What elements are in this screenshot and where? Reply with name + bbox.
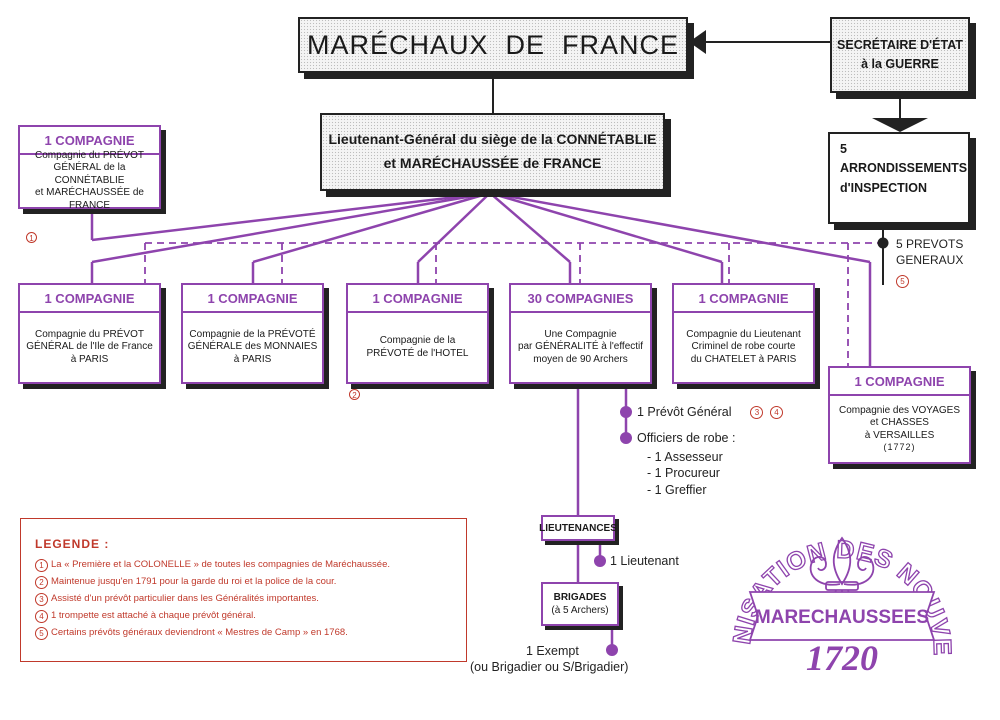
company-line: GÉNÉRALE des MONNAIES	[187, 341, 318, 353]
company-line: du CHATELET à PARIS	[690, 353, 797, 365]
company-line: à VERSAILLES	[864, 429, 935, 441]
company-monnaies: 1 COMPAGNIE Compagnie de la PRÉVOTÉ GÉNÉ…	[181, 283, 324, 384]
prevots-note: 5	[896, 274, 909, 288]
company-line: Criminel de robe courte	[691, 341, 796, 353]
legend-text: Maintenue jusqu'en 1791 pour la garde du…	[51, 576, 337, 587]
officiers-label: Officiers de robe :	[637, 431, 736, 445]
company-line: GÉNÉRAL de la CONNÉTABLIE	[53, 162, 126, 186]
officier-item: - 1 Greffier	[647, 482, 707, 497]
legend-number: 3	[35, 593, 48, 606]
company-line: et MARÉCHAUSSÉE de FRANCE	[35, 187, 144, 211]
company-head: 30 COMPAGNIES	[511, 285, 650, 313]
emblem-banner-text: MARECHAUSSEES	[755, 607, 929, 628]
company-head: 1 COMPAGNIE	[20, 127, 159, 155]
company-chatelet: 1 COMPAGNIE Compagnie du Lieutenant Crim…	[672, 283, 815, 384]
lieutenances-box: LIEUTENANCES	[539, 515, 617, 541]
company-line: GÉNÉRAL de l'Ile de France	[26, 341, 153, 353]
lieutenant-general-line1: Lieutenant-Général du siège de la CONNÉT…	[328, 131, 657, 148]
exempt-label: 1 Exempt	[526, 644, 579, 658]
legend-number: 4	[35, 610, 48, 623]
lieutenant-label: 1 Lieutenant	[610, 554, 679, 568]
note-4: 4	[769, 406, 783, 420]
exempt-label-2: (ou Brigadier ou S/Brigadier)	[470, 660, 629, 674]
company-line: Compagnie de la PRÉVOTÉ	[189, 328, 316, 340]
note-2: 2	[349, 389, 360, 400]
marechaux-box: MARÉCHAUX DE FRANCE	[298, 17, 688, 73]
company-line: à PARIS	[70, 353, 109, 365]
company-line: Une Compagnie	[544, 328, 617, 340]
prevots-generaux: 5 PREVOTS GENERAUX 5	[896, 236, 963, 289]
brigades-box: BRIGADES (à 5 Archers)	[541, 582, 619, 626]
company-line: et CHASSES	[870, 417, 929, 429]
prevots-line1: 5 PREVOTS	[896, 237, 964, 251]
prevots-line2: GENERAUX	[896, 253, 964, 268]
company-line: moyen de 90 Archers	[533, 353, 628, 365]
legend-number: 2	[35, 576, 48, 589]
emblem-banner	[748, 591, 936, 641]
company-connetablie: 1 COMPAGNIE Compagnie du PRÉVOT GÉNÉRAL …	[18, 125, 161, 211]
arrondissements-box: 5 ARRONDISSEMENTS d'INSPECTION	[828, 132, 970, 224]
company-ile-de-france: 1 COMPAGNIE Compagnie du PRÉVOT GÉNÉRAL …	[18, 283, 161, 384]
lieutenant-general-line2: et MARÉCHAUSSÉE de FRANCE	[383, 155, 602, 171]
company-versailles: 1 COMPAGNIE Compagnie des VOYAGES et CHA…	[828, 366, 971, 464]
arrondissements-number: 5	[840, 142, 847, 156]
company-line: par GÉNÉRALITÉ à l'effectif	[517, 341, 644, 353]
arrondissements-line1: ARRONDISSEMENTS	[840, 161, 968, 176]
legend-title: LEGENDE :	[35, 537, 110, 551]
company-line: Compagnie de la	[379, 335, 456, 346]
emblem: ORGANISATION DES NOUVELLES MARECHAUSSEES…	[712, 500, 956, 678]
lieutenant-general-box: Lieutenant-Général du siège de la CONNÉT…	[320, 113, 665, 191]
brigades-sub: (à 5 Archers)	[551, 605, 609, 616]
connector-to-connetablie	[91, 191, 491, 242]
company-head: 1 COMPAGNIE	[830, 368, 969, 396]
company-head: 1 COMPAGNIE	[183, 285, 322, 313]
note-3: 3	[750, 406, 764, 420]
secretaire-box: SECRÉTAIRE D'ÉTAT à la GUERRE	[830, 17, 970, 93]
marechaux-title: MARÉCHAUX DE FRANCE	[306, 29, 680, 60]
prevot-general-label: 1 Prévôt Général 3 4	[637, 405, 786, 420]
lieutenances-label: LIEUTENANCES	[539, 522, 617, 534]
legend-number: 5	[35, 627, 48, 640]
company-line: Compagnie du PRÉVOT	[35, 328, 144, 340]
secretaire-line2: à la GUERRE	[861, 57, 939, 71]
officier-item: - 1 Assesseur	[647, 450, 723, 464]
company-head: 1 COMPAGNIE	[20, 285, 159, 313]
legend-number: 1	[35, 559, 48, 572]
company-generalites: 30 COMPAGNIES Une Compagnie par GÉNÉRALI…	[509, 283, 652, 384]
company-line: PRÉVOTÉ de l'HOTEL	[366, 347, 469, 359]
company-hotel: 1 COMPAGNIE Compagnie de la PRÉVOTÉ de l…	[346, 283, 489, 384]
legend-text: Certains prévôts généraux deviendront « …	[51, 627, 348, 638]
company-line: (1772)	[883, 442, 916, 453]
company-head: 1 COMPAGNIE	[348, 285, 487, 313]
note-1: 1	[26, 232, 37, 243]
company-line: Compagnie du Lieutenant	[686, 328, 801, 340]
legend-text: Assisté d'un prévôt particulier dans les…	[51, 593, 319, 604]
company-line: à PARIS	[233, 353, 272, 365]
prevot-general-text: 1 Prévôt Général	[637, 405, 732, 419]
company-head: 1 COMPAGNIE	[674, 285, 813, 313]
emblem-year: 1720	[806, 638, 878, 678]
legend-text: La « Première et la COLONELLE » de toute…	[51, 559, 391, 570]
company-line: Compagnie du PRÉVOT	[35, 149, 144, 161]
officier-item: - 1 Procureur	[647, 466, 720, 481]
secretaire-line1: SECRÉTAIRE D'ÉTAT	[837, 38, 963, 53]
brigades-label: BRIGADES	[553, 592, 607, 603]
officiers-list: - 1 Assesseur - 1 Procureur - 1 Greffier	[647, 449, 723, 498]
company-line: Compagnie des VOYAGES	[839, 404, 960, 416]
legend-text: 1 trompette est attaché à chaque prévôt …	[51, 610, 256, 621]
arrondissements-line2: d'INSPECTION	[840, 180, 928, 195]
